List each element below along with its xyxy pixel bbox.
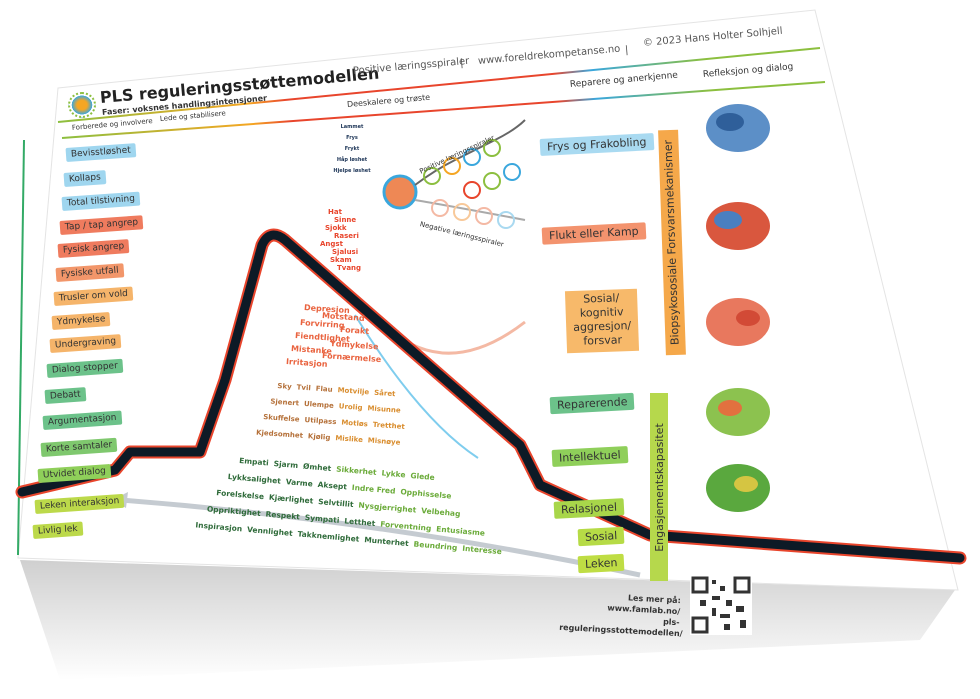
level-tag: Debatt (44, 387, 87, 404)
emotion: Hjelpe løshet (333, 168, 371, 174)
emotion: Frykt (344, 146, 360, 152)
emotion: Urolig (338, 402, 363, 412)
emotion: Misunne (367, 404, 401, 415)
emotion: Håp løshet (336, 157, 368, 163)
emotion: Kjølig (307, 432, 331, 442)
learning-spirals (382, 119, 526, 229)
fight-emotions: Hat Sinne Sjokk Raseri Angst Sjalusi Ska… (320, 208, 361, 272)
defense-sosial: Sosial/ kognitiv aggresjon/ forsvar (564, 288, 640, 354)
engagement-title: Engasjementskapasitet (652, 422, 666, 552)
emotion: Skam (330, 256, 352, 264)
engagement-title-bar: Engasjementskapasitet (650, 393, 668, 581)
emotion: Lykke (381, 468, 406, 480)
emotion: Såret (373, 388, 396, 399)
emotion: Lammet (340, 124, 364, 130)
emotion: Raseri (334, 232, 359, 240)
emotion: Frys (346, 135, 358, 141)
emotion: Sjarm (273, 458, 299, 471)
return-arrow (119, 497, 641, 578)
poster-sheet (17, 9, 959, 591)
emotion: Motløs (341, 418, 369, 429)
emotion: Tvang (337, 264, 362, 272)
logo (68, 92, 96, 118)
level-tag: Kollaps (63, 170, 107, 187)
emotion: Sjalusi (332, 248, 359, 256)
engagement-leken: Leken (577, 553, 625, 574)
emotion: Sjokk (325, 224, 347, 232)
emotion: Kjedsomhet (255, 428, 304, 440)
emotion: Tvil (296, 383, 312, 393)
emotion: Flau (315, 384, 333, 394)
emotion: Mislike (335, 434, 364, 445)
emotion: Glede (410, 470, 436, 483)
blue-arrow (354, 314, 479, 459)
qr-code (690, 575, 752, 635)
emotion: Angst (320, 240, 343, 248)
emotion: Sky (277, 381, 292, 391)
defense-title: Biopsykososiale Forsvarsmekanismer (661, 139, 683, 346)
brain-illustrations (706, 104, 770, 512)
emotion: Sjenert (270, 397, 300, 408)
freeze-emotions: Lammet Frys Frykt Håp løshet Hjelpe løsh… (332, 122, 372, 177)
emotion: Interesse (461, 543, 503, 557)
footer-read-more: Les mer på: www.famlab.no/ pls-regulerin… (559, 589, 683, 639)
emotion: Misnøye (367, 436, 401, 447)
engagement-sosial: Sosial (577, 526, 625, 547)
emotion: Hat (328, 208, 342, 216)
regulation-curve (15, 228, 967, 565)
emotion: Sinne (334, 216, 357, 224)
